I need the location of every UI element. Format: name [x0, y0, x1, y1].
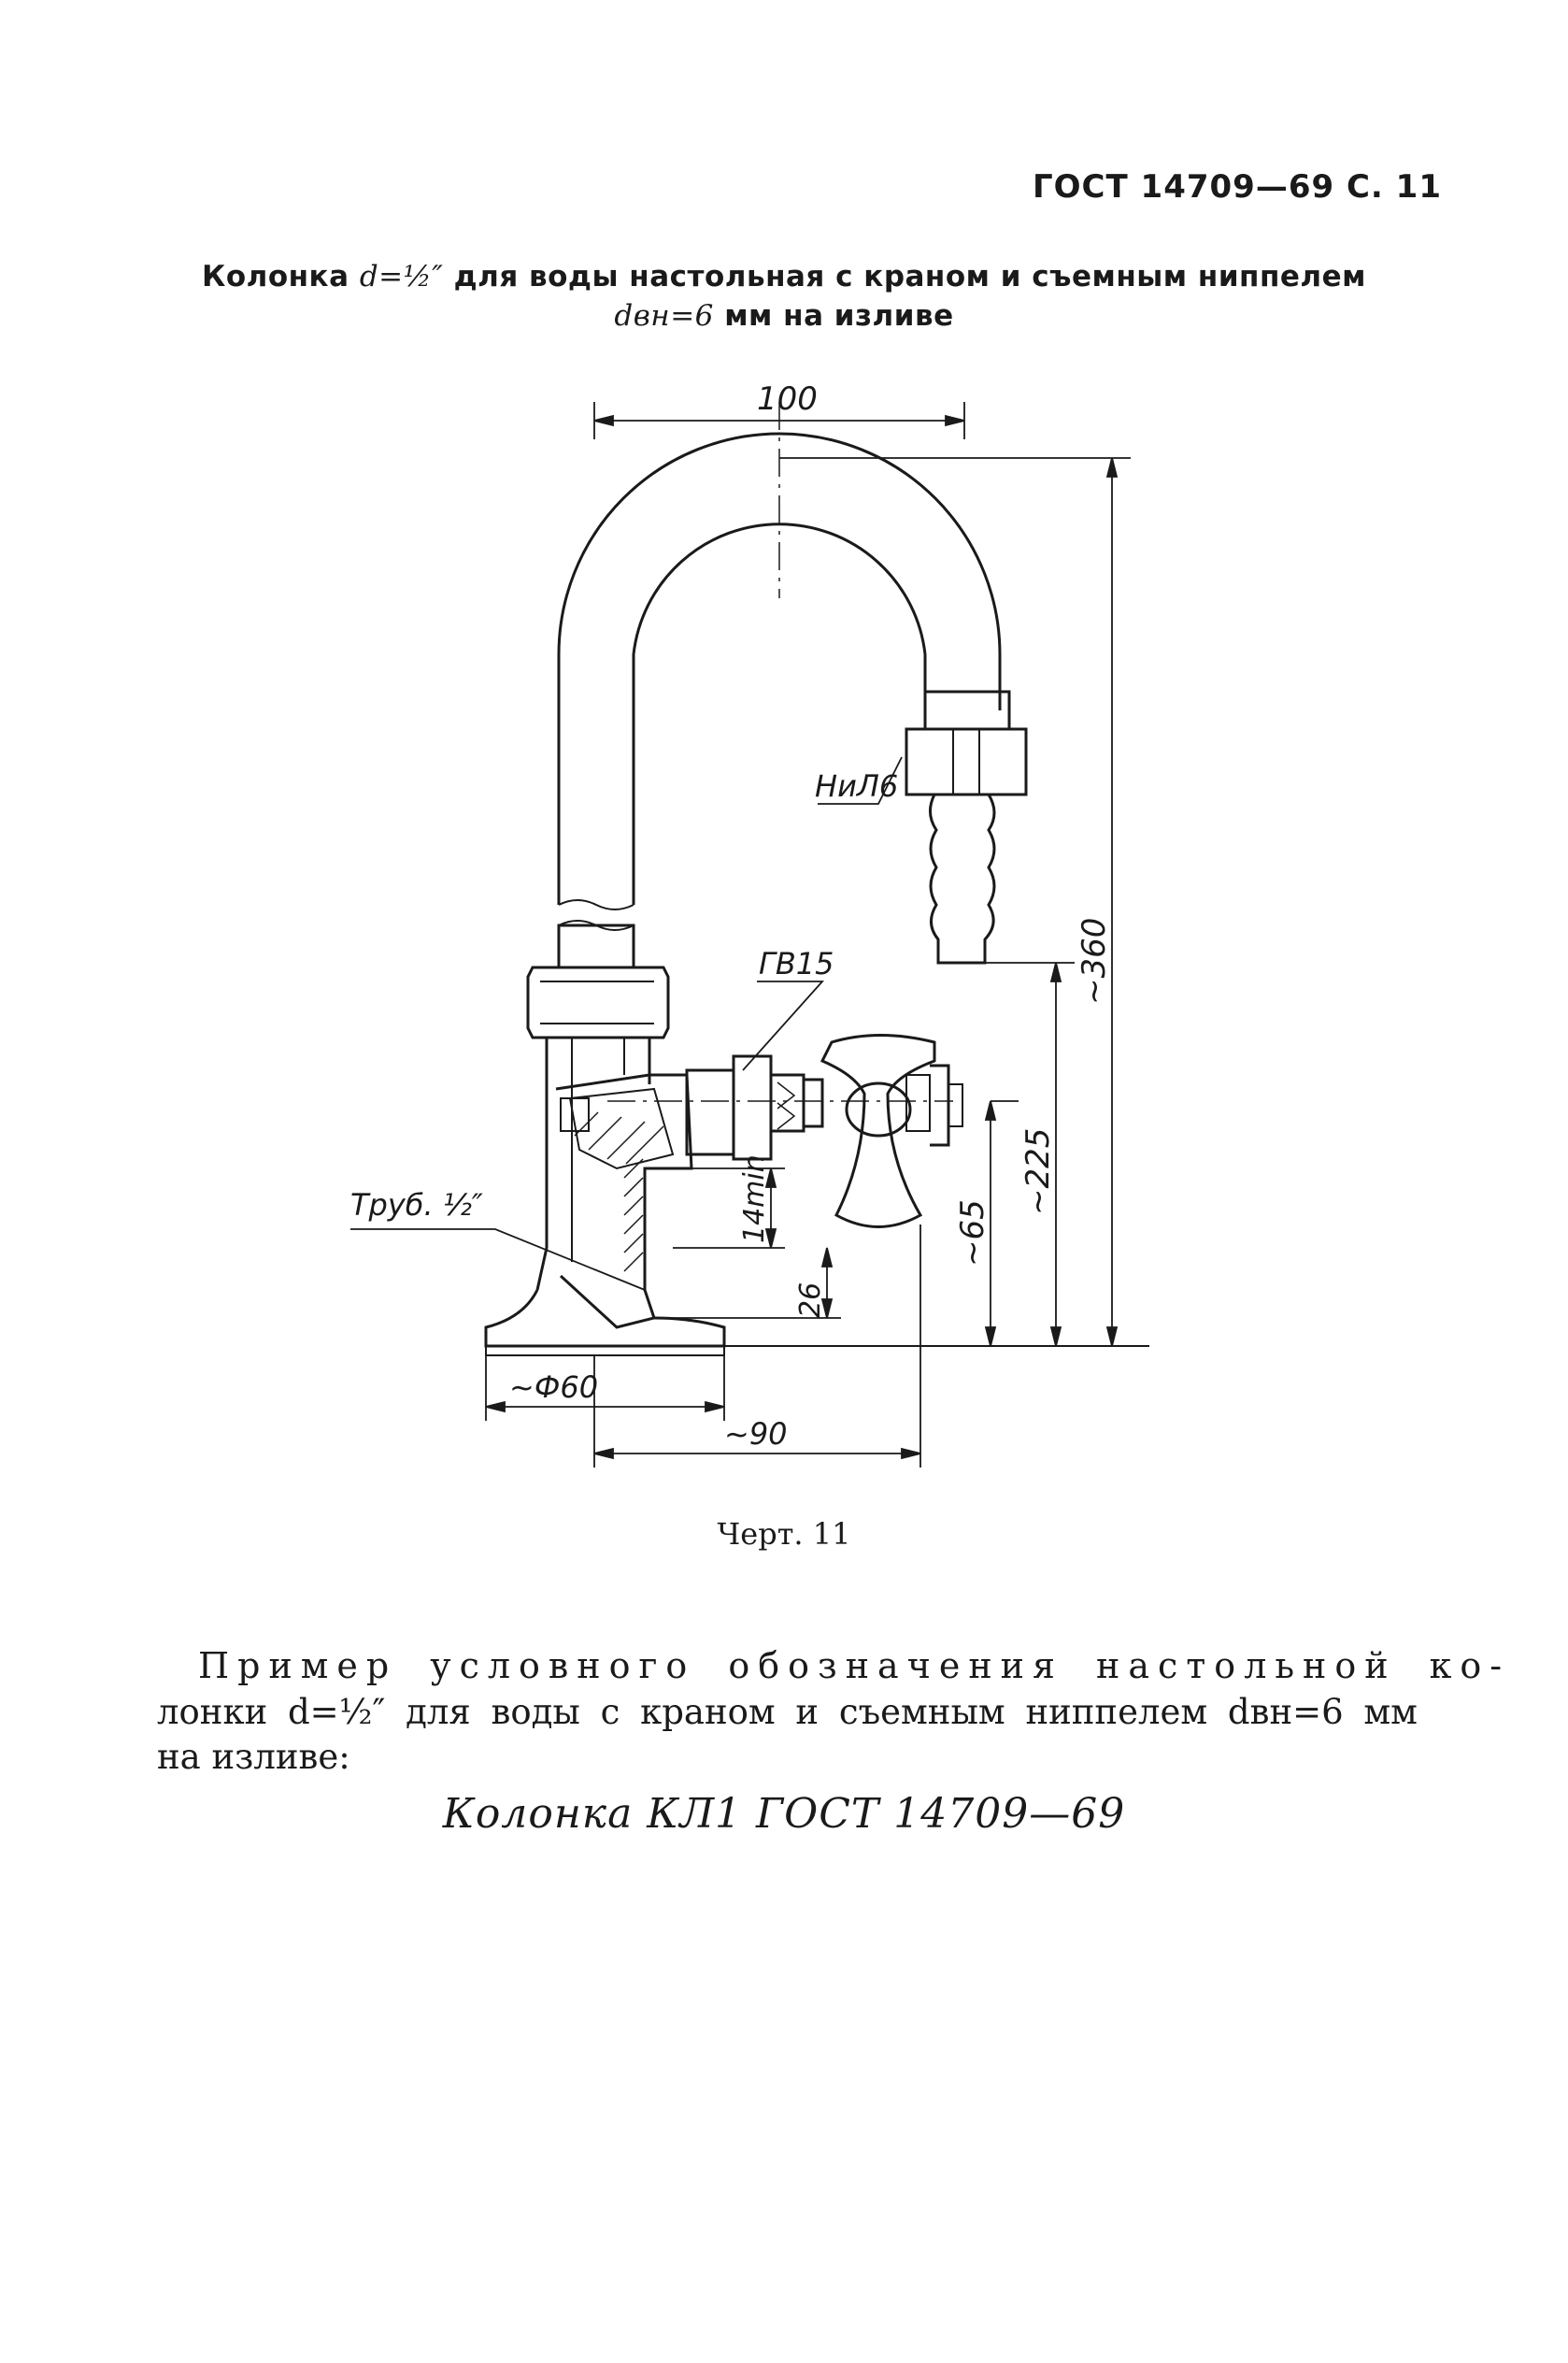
union-nut: [526, 966, 670, 1039]
title-formula-d: d=½″: [359, 260, 444, 294]
column-body: [535, 1038, 651, 1291]
title-suffix-2: мм на изливе: [724, 299, 954, 333]
example-designation: Колонка КЛ1 ГОСТ 14709—69: [442, 1790, 1126, 1838]
dim-height-valve: ~225: [1019, 1128, 1057, 1215]
dim-base-height: 26: [794, 1282, 827, 1318]
dim-base-diameter: ~Ф60: [509, 1369, 598, 1405]
valve-bonnet: [769, 1073, 805, 1133]
dim-width-top: 100: [757, 380, 818, 418]
spout-outer-arc: [557, 432, 1002, 905]
spout-inner-arc: [632, 523, 927, 905]
label-nipple: НиЛ6: [815, 768, 898, 804]
label-valve: ГВ15: [759, 946, 834, 981]
nipple-nut: [905, 727, 1028, 796]
label-pipe: Труб. ½″: [350, 1187, 483, 1223]
example-text-line-2: лонки d=½″ для воды с краном и съемным н…: [157, 1692, 1418, 1732]
page-header-standard-ref: ГОСТ 14709—69 С. 11: [1032, 168, 1442, 206]
dim-height-total: ~360: [1076, 918, 1113, 1005]
example-text-line-1: Пример условного обозначения настольной …: [198, 1645, 1511, 1686]
dim-min-gap: 14min: [738, 1154, 771, 1243]
base-flange: [484, 1289, 726, 1348]
hose-nipple: [929, 794, 996, 965]
technical-drawing-tap-column: 100 ~360 ~225 ~65 14min 26 ~Ф60 ~90 НиЛ6…: [350, 380, 1149, 1468]
figure-title-line-2: dвн=6 мм на изливе: [0, 299, 1568, 333]
figure-title-line-1: Колонка d=½″ для воды настольная с крано…: [0, 260, 1568, 294]
title-prefix: Колонка: [202, 260, 349, 294]
title-suffix: для воды настольная с краном и съемным н…: [453, 260, 1366, 294]
dim-height-axis: ~65: [954, 1199, 991, 1267]
dim-reach: ~90: [724, 1416, 788, 1452]
spout-coupling: [923, 690, 1011, 731]
valve-handle: [820, 1034, 936, 1228]
example-text-line-3: на изливе:: [157, 1737, 350, 1777]
valve-seat: [685, 1068, 735, 1156]
valve-gland: [732, 1054, 773, 1161]
valve-cutaway: [555, 1073, 693, 1329]
figure-caption: Черт. 11: [717, 1516, 851, 1552]
title-formula-dvn: dвн=6: [614, 299, 714, 333]
